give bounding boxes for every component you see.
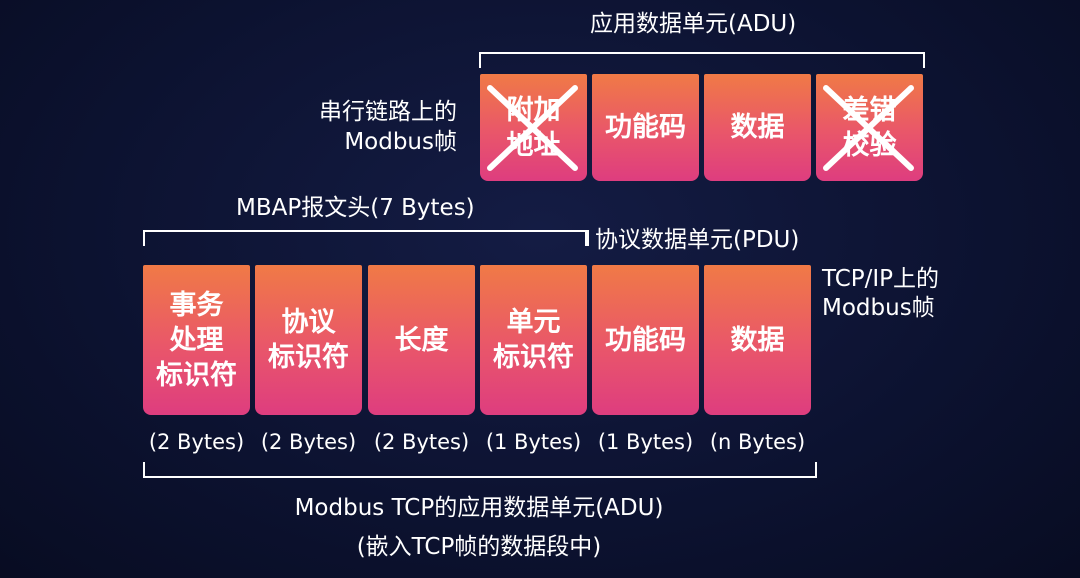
serial-box-function-code: 功能码 <box>592 74 699 181</box>
mbap-header-label: MBAP报文头(7 Bytes) <box>236 195 475 221</box>
tcp-box-data-label: 数据 <box>730 324 785 356</box>
pdu-bracket-left-tick <box>585 230 587 246</box>
tcp-adu-bracket <box>143 462 817 478</box>
bytes-protocol-id: (2 Bytes) <box>260 430 357 454</box>
serial-box-function-code-label: 功能码 <box>605 112 686 143</box>
cross-icon <box>487 85 578 171</box>
serial-frame-label-line1: 串行链路上的 <box>319 99 457 125</box>
serial-box-error-check: 差错 校验 <box>816 74 923 181</box>
serial-adu-label: 应用数据单元(ADU) <box>590 11 797 37</box>
tcp-box-length: 长度 <box>368 265 475 415</box>
serial-box-data-label: 数据 <box>730 112 785 143</box>
cross-icon <box>823 85 914 171</box>
tcp-frame-label-line2: Modbus帧 <box>822 295 935 321</box>
bytes-length: (2 Bytes) <box>373 430 470 454</box>
tcp-box-length-label: 长度 <box>394 324 449 356</box>
tcp-box-protocol-id: 协议 标识符 <box>255 265 362 415</box>
pdu-label: 协议数据单元(PDU) <box>595 227 800 253</box>
tcp-box-function-code-label: 功能码 <box>605 324 686 356</box>
tcp-box-transaction-id: 事务 处理 标识符 <box>143 265 250 415</box>
tcp-box-unit-id-label: 单元 标识符 <box>493 307 574 373</box>
tcp-box-data: 数据 <box>704 265 811 415</box>
bytes-transaction-id: (2 Bytes) <box>148 430 245 454</box>
tcp-adu-label: Modbus TCP的应用数据单元(ADU) <box>294 495 664 521</box>
tcp-adu-sublabel: (嵌入TCP帧的数据段中) <box>356 534 602 560</box>
serial-box-data: 数据 <box>704 74 811 181</box>
bytes-function-code: (1 Bytes) <box>597 430 694 454</box>
tcp-box-unit-id: 单元 标识符 <box>480 265 587 415</box>
tcp-box-protocol-id-label: 协议 标识符 <box>268 307 349 373</box>
serial-frame-label-line2: Modbus帧 <box>344 129 457 155</box>
serial-box-address: 附加 地址 <box>480 74 587 181</box>
tcp-box-transaction-id-label: 事务 处理 标识符 <box>156 289 237 391</box>
tcp-frame-label-line1: TCP/IP上的 <box>822 266 940 292</box>
mbap-bracket <box>143 230 589 246</box>
tcp-box-function-code: 功能码 <box>592 265 699 415</box>
bytes-data: (n Bytes) <box>709 430 806 454</box>
bytes-unit-id: (1 Bytes) <box>485 430 582 454</box>
serial-adu-bracket <box>479 52 925 68</box>
